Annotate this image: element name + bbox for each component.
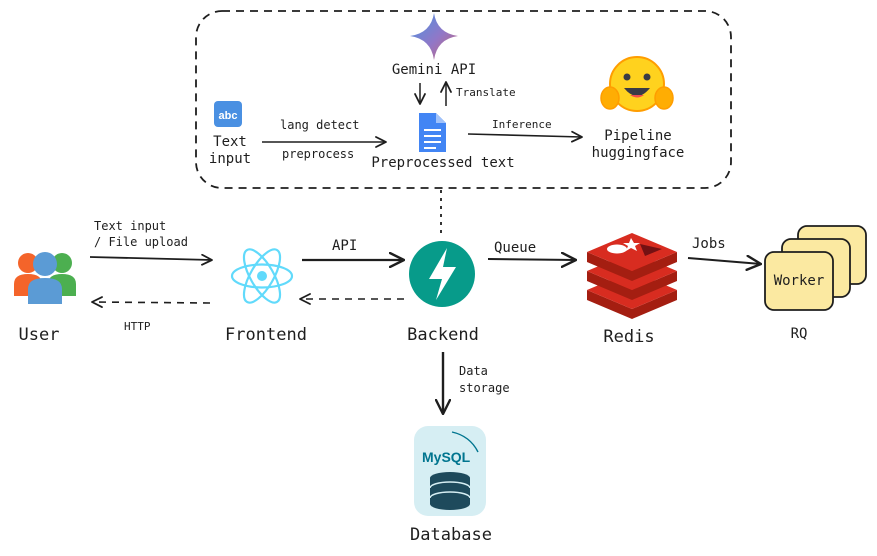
database-icon: MySQL	[414, 426, 486, 516]
redis-label: Redis	[603, 327, 654, 347]
translate-label: Translate	[456, 86, 516, 99]
lang-detect-label: lang detect	[280, 118, 359, 132]
abc-icon-label: abc	[219, 110, 238, 122]
queue-arrow	[487, 259, 576, 260]
fastapi-icon	[409, 241, 475, 307]
backend-label: Backend	[407, 325, 479, 345]
inference-arrow	[467, 130, 583, 143]
inference-label: Inference	[492, 118, 552, 131]
rq-label: RQ	[791, 326, 808, 342]
http-arrow	[91, 296, 211, 308]
user-label: User	[19, 325, 60, 345]
database-label: Database	[410, 525, 492, 545]
abc-icon: abc	[214, 101, 242, 127]
mysql-logo-text: MySQL	[422, 449, 471, 465]
worker-stack	[764, 225, 867, 311]
react-icon	[230, 248, 294, 304]
upload-label: Text input/ File upload	[94, 219, 188, 249]
frontend-label: Frontend	[225, 325, 307, 345]
gemini-icon	[410, 13, 458, 60]
queue-label: Queue	[494, 240, 536, 256]
ml-pipeline-group	[195, 10, 732, 189]
preprocessed-text-label: Preprocessed text	[371, 155, 514, 171]
upload-arrow	[89, 253, 213, 266]
worker-label: Worker	[774, 273, 825, 289]
preprocess-label: preprocess	[282, 147, 354, 161]
gemini-api-label: Gemini API	[392, 62, 476, 78]
http-label: HTTP	[124, 320, 151, 333]
user-icon	[14, 252, 76, 304]
jobs-label: Jobs	[692, 236, 726, 252]
jobs-arrow	[687, 258, 761, 264]
api-label: API	[332, 238, 357, 254]
document-icon	[419, 113, 446, 152]
redis-icon	[587, 233, 677, 319]
huggingface-icon	[600, 56, 674, 112]
